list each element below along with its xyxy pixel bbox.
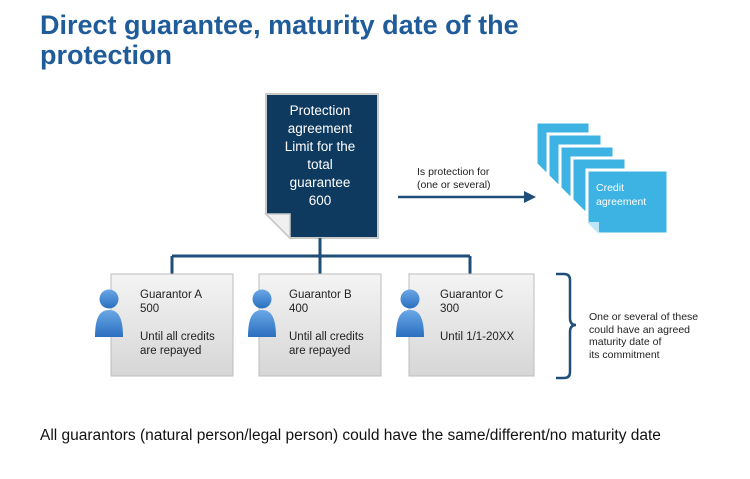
guarantor-term: Until 1/1-20XX bbox=[440, 331, 515, 343]
agreement-limit-value: 600 bbox=[308, 193, 332, 208]
title-line-2: protection bbox=[40, 40, 172, 70]
credit-agreement-label: Credit agreement bbox=[596, 181, 666, 209]
person-icon bbox=[248, 289, 276, 337]
credit-card-front bbox=[585, 168, 670, 236]
arrow-label: Is protection for (one or several) bbox=[417, 166, 537, 192]
guarantor-connectors bbox=[170, 238, 472, 274]
arrow-label-line-2: (one or several) bbox=[417, 179, 491, 191]
credit-agreement-stack bbox=[534, 120, 670, 236]
guarantor-term: are repayed bbox=[289, 345, 351, 357]
page-title: Direct guarantee, maturity date of the p… bbox=[40, 10, 660, 70]
note-line: maturity date of bbox=[589, 336, 662, 349]
right-bracket bbox=[556, 272, 577, 380]
title-line-1: Direct guarantee, maturity date of the bbox=[40, 10, 519, 40]
guarantor-c-text: Guarantor C 300 Until 1/1-20XX bbox=[440, 288, 532, 344]
agreement-line: total bbox=[307, 157, 333, 172]
arrow-to-credit-agreements bbox=[398, 191, 536, 203]
guarantor-name: Guarantor A bbox=[140, 289, 203, 301]
guarantor-a-text: Guarantor A 500 Until all credits are re… bbox=[140, 288, 232, 358]
guarantor-b-text: Guarantor B 400 Until all credits are re… bbox=[289, 288, 381, 358]
arrow-label-line-1: Is protection for bbox=[417, 166, 490, 178]
note-line: could have an agreed bbox=[589, 323, 690, 336]
person-icon bbox=[95, 289, 123, 337]
guarantor-box-b bbox=[258, 273, 382, 377]
protection-agreement-text: Protection agreement Limit for the total… bbox=[268, 102, 372, 210]
person-icon bbox=[396, 289, 424, 337]
guarantor-amount: 500 bbox=[140, 303, 160, 315]
guarantor-term: Until all credits bbox=[289, 331, 364, 343]
agreement-line: agreement bbox=[287, 121, 353, 136]
guarantor-box-c bbox=[408, 273, 535, 377]
note-line: One or several of these bbox=[589, 311, 699, 323]
guarantor-term: are repayed bbox=[140, 345, 202, 357]
agreement-line: guarantee bbox=[289, 175, 351, 190]
guarantor-term: Until all credits bbox=[140, 331, 215, 343]
agreement-line: Limit for the bbox=[284, 139, 356, 154]
guarantor-amount: 400 bbox=[289, 303, 309, 315]
guarantor-name: Guarantor B bbox=[289, 289, 352, 301]
credit-label-line-1: Credit bbox=[596, 182, 625, 194]
guarantor-name: Guarantor C bbox=[440, 289, 504, 301]
protection-agreement-document bbox=[264, 93, 379, 240]
agreement-line: Protection bbox=[289, 103, 351, 118]
guarantor-amount: 300 bbox=[440, 303, 460, 315]
footer-text: All guarantors (natural person/legal per… bbox=[40, 427, 661, 444]
credit-label-line-2: agreement bbox=[596, 196, 647, 208]
guarantor-box-a bbox=[110, 273, 234, 377]
maturity-note: One or several of these could have an ag… bbox=[589, 311, 749, 361]
note-line: its commitment bbox=[589, 348, 660, 361]
